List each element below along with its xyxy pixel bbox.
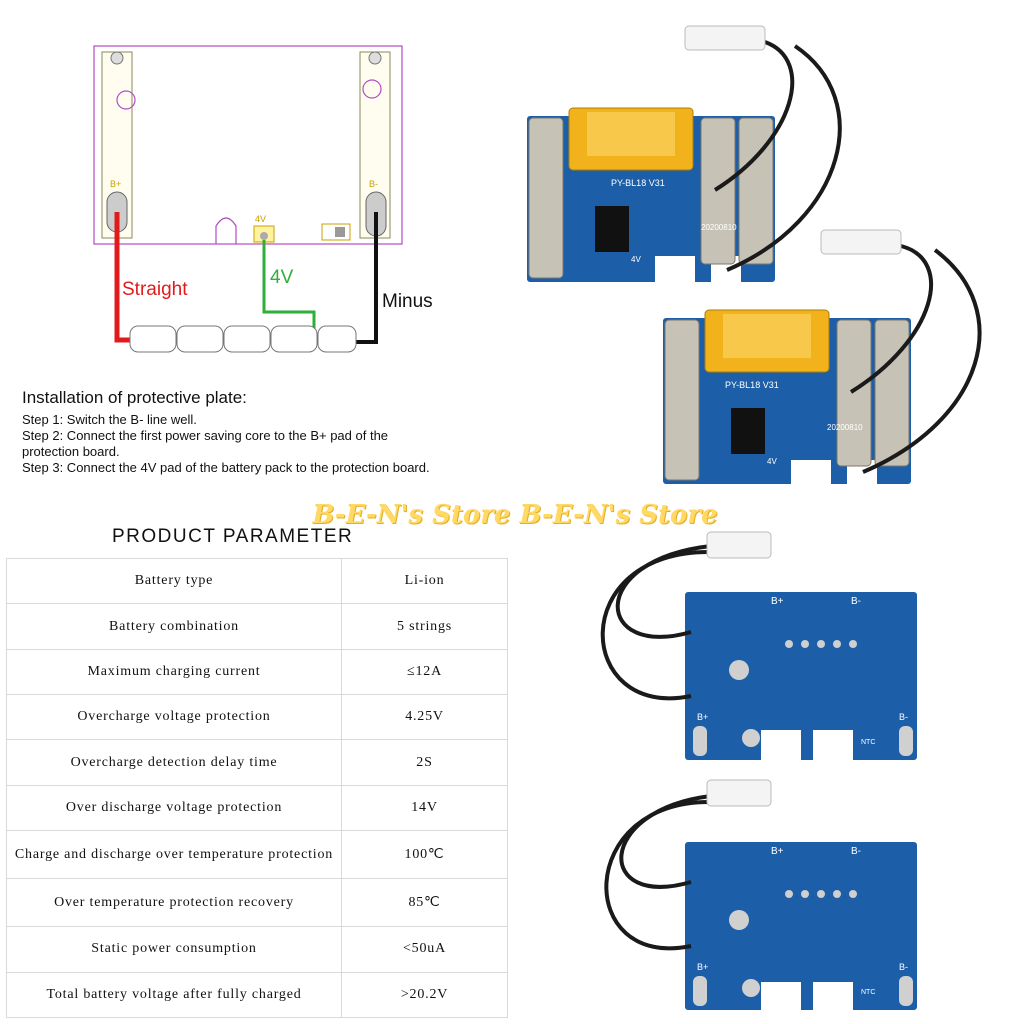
right-rivet: [368, 51, 382, 65]
four-v-label: 4V: [270, 267, 294, 288]
front-board-1-model: PY-BL18 V31: [611, 178, 665, 188]
back-board-1-bminus: B-: [851, 596, 861, 607]
back-board-2-bminus: B-: [851, 846, 861, 857]
installation-step-3: Step 3: Connect the 4V pad of the batter…: [22, 460, 430, 475]
param-label: Maximum charging current: [6, 648, 342, 696]
param-value: 5 strings: [341, 603, 508, 650]
left-rivet: [110, 51, 124, 65]
param-value: 100℃: [341, 830, 508, 880]
param-label: Charge and discharge over temperature pr…: [6, 830, 342, 880]
installation-title: Installation of protective plate:: [22, 388, 247, 407]
board-outline: [93, 45, 403, 245]
minus-wire: [352, 212, 378, 344]
param-value: <50uA: [341, 926, 508, 973]
param-label: Static power consumption: [6, 926, 342, 973]
table-row: Charge and discharge over temperature pr…: [6, 830, 508, 880]
param-label: Overcharge detection delay time: [6, 739, 342, 786]
front-board-2-model: PY-BL18 V31: [725, 380, 779, 390]
front-board-1: PY-BL18 V31 20200810 4V: [527, 25, 842, 286]
param-value: ≤12A: [341, 648, 508, 696]
installation-step-1: Step 1: Switch the B- line well.: [22, 412, 197, 427]
b-plus-label: B+: [110, 179, 121, 189]
param-value: Li-ion: [341, 557, 508, 605]
back-board-2-bplus: B+: [771, 846, 784, 857]
pcb-photos: PY-BL18 V31 20200810 4V PY-BL18 V31 2020…: [527, 25, 982, 1014]
parameter-title: PRODUCT PARAMETER: [112, 526, 354, 547]
param-value: 14V: [341, 784, 508, 832]
front-board-2: PY-BL18 V31 20200810 4V: [663, 229, 982, 490]
front-board-2-4v: 4V: [767, 457, 777, 466]
center-notch: [215, 217, 237, 244]
b-minus-label: B-: [369, 179, 378, 189]
param-label: Over temperature protection recovery: [6, 878, 342, 928]
front-board-2-date: 20200810: [827, 423, 863, 432]
front-board-1-4v: 4V: [631, 255, 641, 264]
back-board-2-ntc: NTC: [861, 989, 875, 996]
table-row: Static power consumption<50uA: [6, 926, 508, 973]
param-value: 2S: [341, 739, 508, 786]
table-row: Total battery voltage after fully charge…: [6, 971, 508, 1019]
installation-step-2: Step 2: Connect the first power saving c…: [22, 428, 389, 443]
table-row: Maximum charging current≤12A: [6, 648, 508, 696]
param-label: Overcharge voltage protection: [6, 694, 342, 741]
back-board-1-ntc: NTC: [861, 739, 875, 746]
four-v-wire: [262, 240, 316, 340]
param-label: Over discharge voltage protection: [6, 784, 342, 832]
back-board-1-4v: 4V: [813, 736, 824, 746]
back-board-2-4v: 4V: [813, 986, 824, 996]
left-hole-mark: [116, 90, 136, 110]
back-board-1-bminus-pad: B-: [899, 712, 908, 722]
back-board-2: B+ B- B+ B- 4V NTC: [604, 779, 917, 1014]
wiring-diagram: B+ B- 4V Straight 4V Minus: [93, 45, 433, 353]
back-board-1: B+ B- B+ B- 4V NTC: [600, 531, 917, 762]
ntc-pad-dot: [335, 227, 345, 237]
back-board-1-bplus-pad: B+: [697, 712, 708, 722]
front-board-1-date: 20200810: [701, 223, 737, 232]
installation-step-2-cont: protection board.: [22, 444, 120, 459]
param-label: Battery combination: [6, 603, 342, 650]
back-board-2-bplus-pad: B+: [697, 962, 708, 972]
straight-label: Straight: [122, 279, 188, 300]
back-board-1-bplus: B+: [771, 596, 784, 607]
back-board-2-bminus-pad: B-: [899, 962, 908, 972]
param-value: >20.2V: [341, 971, 508, 1019]
cell-string: [129, 325, 357, 353]
minus-label: Minus: [382, 291, 433, 312]
param-label: Battery type: [6, 557, 342, 605]
four-v-pad-dot: [260, 232, 268, 240]
straight-wire: [114, 212, 134, 343]
four-v-pad-label: 4V: [255, 214, 266, 224]
right-hole-mark: [362, 79, 382, 99]
param-value: 4.25V: [341, 694, 508, 741]
param-label: Total battery voltage after fully charge…: [6, 971, 342, 1019]
store-watermark: B-E-N's Store B-E-N's Store: [312, 500, 718, 530]
param-value: 85℃: [341, 878, 508, 928]
